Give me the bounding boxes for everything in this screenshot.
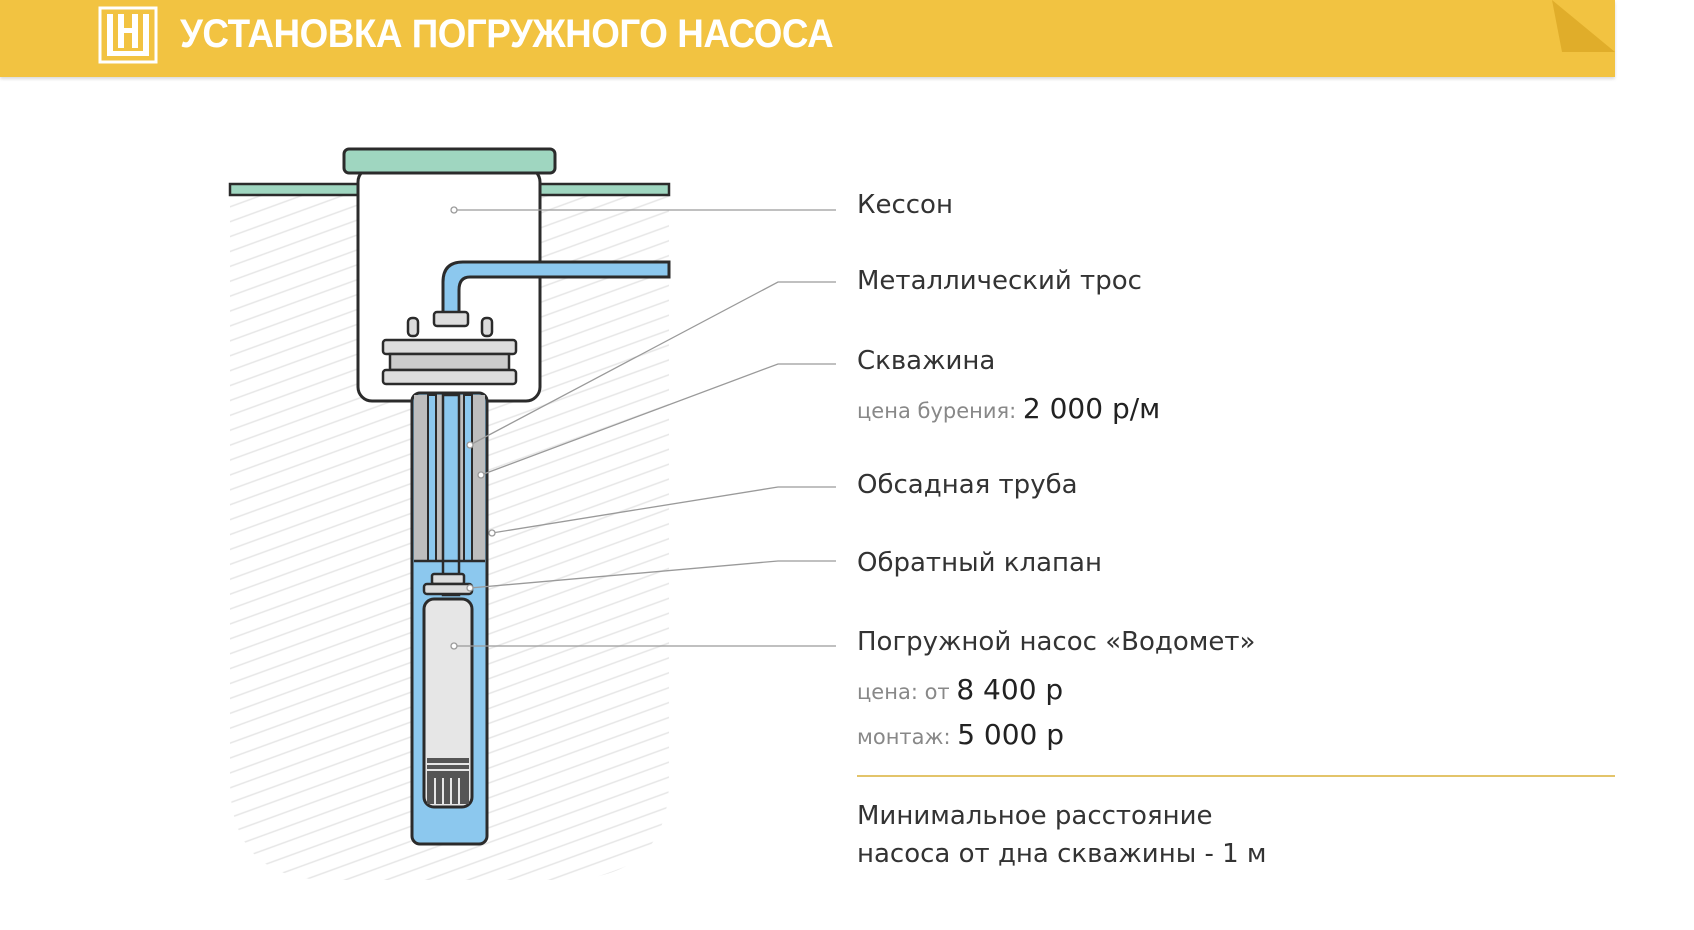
leader-casing <box>491 486 836 534</box>
header-banner <box>0 0 1615 77</box>
logo-icon <box>98 6 158 64</box>
pump-price-value: 8 400 р <box>956 673 1064 706</box>
well-head-flange <box>381 338 518 356</box>
label-casing: Обсадная труба <box>857 470 1078 500</box>
well-price: цена бурения: 2 000 р/м <box>857 392 1160 425</box>
label-caisson: Кессон <box>857 190 953 220</box>
leader-cable <box>469 281 836 446</box>
outlet-pipe <box>441 260 671 322</box>
install-price-label: монтаж: <box>857 725 951 749</box>
note-line-1: Минимальное расстояние <box>857 801 1213 831</box>
check-valve <box>422 582 474 596</box>
label-check-valve: Обратный клапан <box>857 548 1102 578</box>
leader-check-valve <box>469 560 836 589</box>
divider <box>857 775 1615 777</box>
label-pump: Погружной насос «Водомет» <box>857 627 1256 657</box>
page-fold-icon <box>1552 0 1615 52</box>
label-well: Скважина <box>857 346 996 376</box>
well-price-label: цена бурения: <box>857 399 1017 423</box>
caisson-lid <box>342 147 557 175</box>
note-line-2: насоса от дна скважины - 1 м <box>857 839 1267 869</box>
install-price: монтаж: 5 000 р <box>857 718 1064 751</box>
leader-well <box>480 363 836 476</box>
submersible-pump <box>422 597 474 809</box>
well-price-value: 2 000 р/м <box>1022 392 1161 425</box>
pump-price: цена: от 8 400 р <box>857 673 1063 706</box>
install-price-value: 5 000 р <box>957 718 1065 751</box>
label-cable: Металлический трос <box>857 266 1142 296</box>
min-distance-note: Минимальное расстояние насоса от дна скв… <box>857 797 1267 873</box>
page-title: УСТАНОВКА ПОГРУЖНОГО НАСОСА <box>180 12 834 56</box>
pump-price-label: цена: от <box>857 680 950 704</box>
